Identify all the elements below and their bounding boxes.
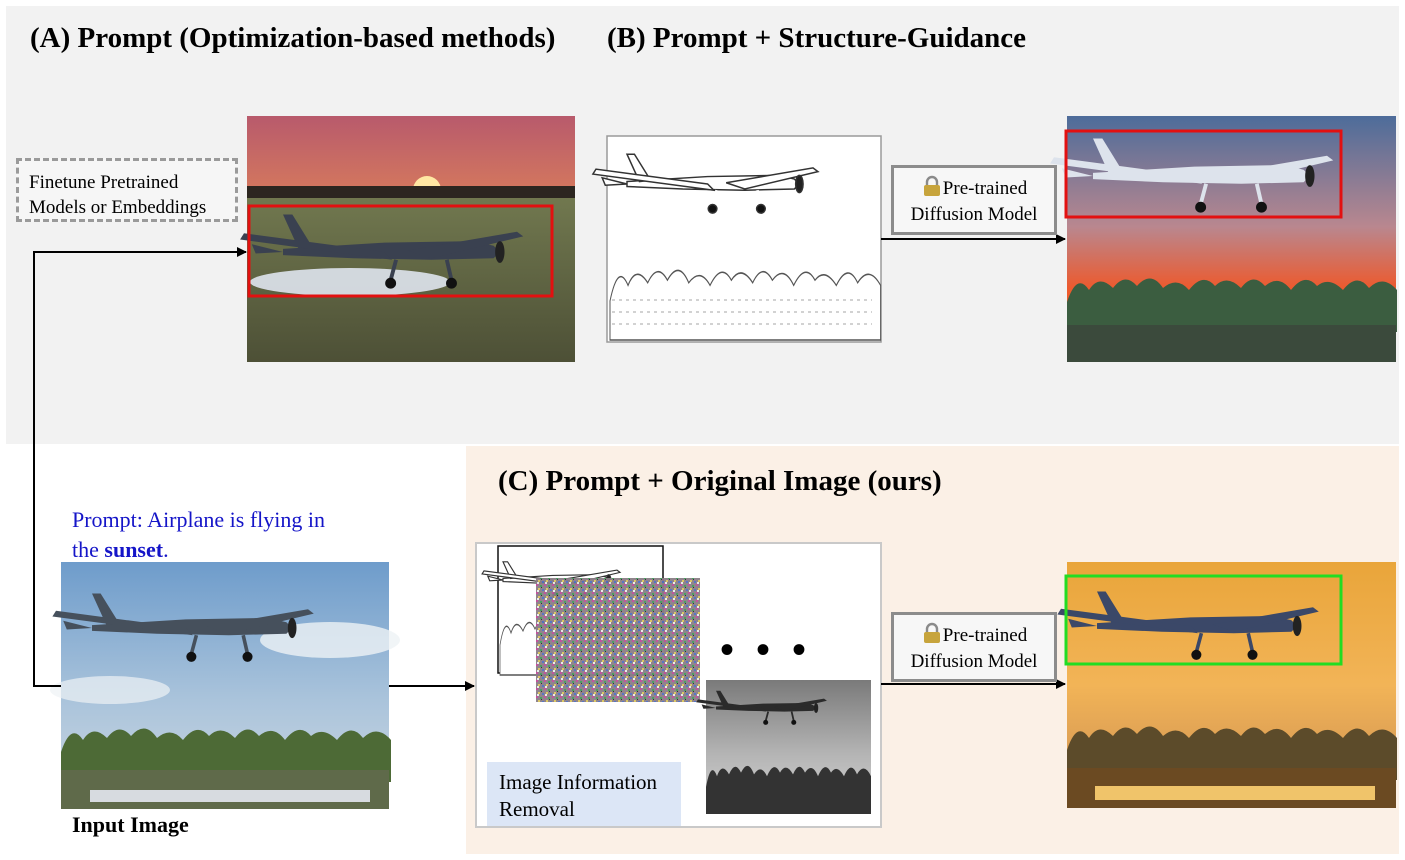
arrow-icon — [33, 234, 1066, 691]
input-image-caption: Input Image — [72, 812, 189, 837]
panel-c-output-image — [1055, 562, 1397, 808]
lock-icon — [923, 175, 940, 196]
input-image — [50, 562, 400, 809]
highlight-box-green — [1064, 574, 1343, 666]
image-information-removal-label: Image Information Removal — [487, 762, 681, 826]
lock-icon — [923, 622, 940, 643]
diffusion-model-box-c: Pre-trained Diffusion Model — [891, 612, 1057, 682]
panel-a-image — [238, 116, 575, 362]
diffusion-model-box-b: Pre-trained Diffusion Model — [891, 165, 1057, 235]
panel-b-output-image — [1048, 116, 1397, 362]
finetune-line2: Models or Embeddings — [29, 197, 207, 218]
finetune-line1: Finetune Pretrained — [29, 172, 179, 193]
highlight-box-red — [247, 204, 554, 298]
highlight-box-red — [1064, 129, 1343, 219]
prompt-keyword: sunset — [104, 537, 164, 562]
prompt-line1: Prompt: Airplane is flying in — [72, 507, 325, 532]
edge-map-image — [591, 135, 882, 343]
ellipsis-dots: • • • — [720, 627, 813, 672]
finetune-box: Finetune Pretrained Models or Embeddings — [16, 158, 238, 222]
panel-c-title: (C) Prompt + Original Image (ours) — [498, 465, 942, 497]
panel-b-title: (B) Prompt + Structure-Guidance — [607, 22, 1026, 54]
panel-a-title: (A) Prompt (Optimization-based methods) — [30, 22, 556, 54]
prompt-text: Prompt: Airplane is flying in the sunset… — [72, 505, 402, 565]
prompt-line2: the sunset. — [72, 537, 169, 562]
